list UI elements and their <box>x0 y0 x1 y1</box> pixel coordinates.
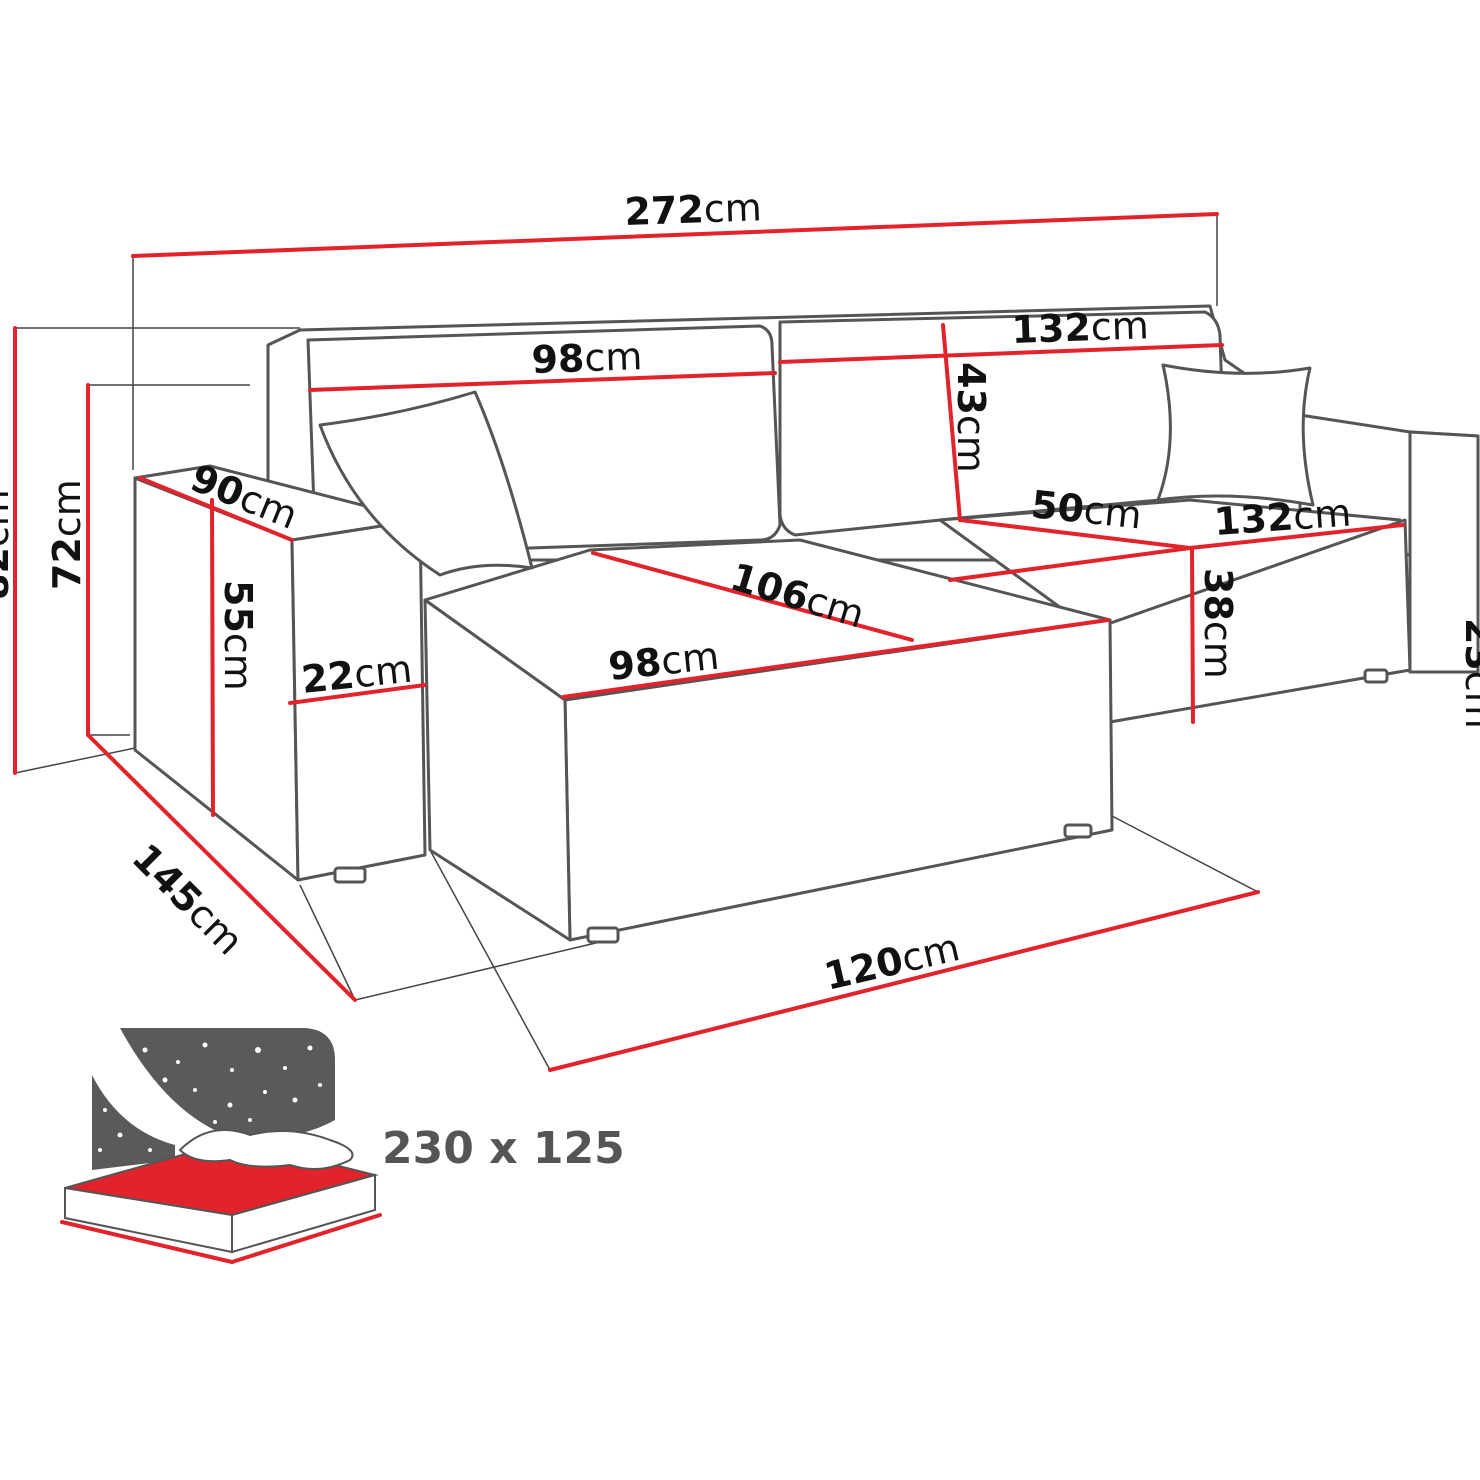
right-pillow <box>1156 363 1315 507</box>
label-seat-depth: 50cm <box>1029 482 1144 537</box>
sleeping-area-icon: 230 x 125 <box>60 1028 625 1264</box>
pillows-icon <box>178 1129 354 1170</box>
label-seat-width-right: 132cm <box>1213 491 1353 544</box>
foot <box>333 866 367 884</box>
sleeping-area-label: 230 x 125 <box>382 1123 625 1174</box>
night-sky-icon <box>92 1075 175 1170</box>
foot <box>1363 668 1389 684</box>
label-cut-height-right: 23cm <box>1457 618 1480 729</box>
foot <box>1063 823 1093 839</box>
label-depth: 145cm <box>124 835 252 963</box>
left-armrest-front <box>290 518 427 882</box>
label-arm-thickness: 22cm <box>299 647 414 702</box>
sofa-body <box>133 304 1480 944</box>
dimension-lines <box>13 212 1405 1072</box>
label-back-height: 43cm <box>949 362 993 473</box>
label-total-width: 272cm <box>624 185 763 234</box>
label-chaise-seat-width: 98cm <box>606 634 721 689</box>
guide-lines <box>14 214 1259 1071</box>
foot <box>586 926 620 944</box>
stars-icon <box>98 1042 322 1152</box>
right-armrest-front <box>1408 430 1480 674</box>
label-back-right-width: 132cm <box>1011 303 1150 352</box>
label-cut-height-left: 82cm <box>0 489 17 600</box>
left-pillow <box>318 390 534 577</box>
bed-side <box>231 1173 376 1254</box>
label-seat-height: 38cm <box>1196 568 1240 679</box>
night-sky-icon <box>120 1028 335 1140</box>
label-chaise-length: 120cm <box>820 925 964 999</box>
chaise-side <box>423 598 572 942</box>
label-arm-height: 55cm <box>216 580 260 691</box>
label-back-left-width: 98cm <box>531 334 643 382</box>
label-overall-height: 72cm <box>45 479 89 590</box>
